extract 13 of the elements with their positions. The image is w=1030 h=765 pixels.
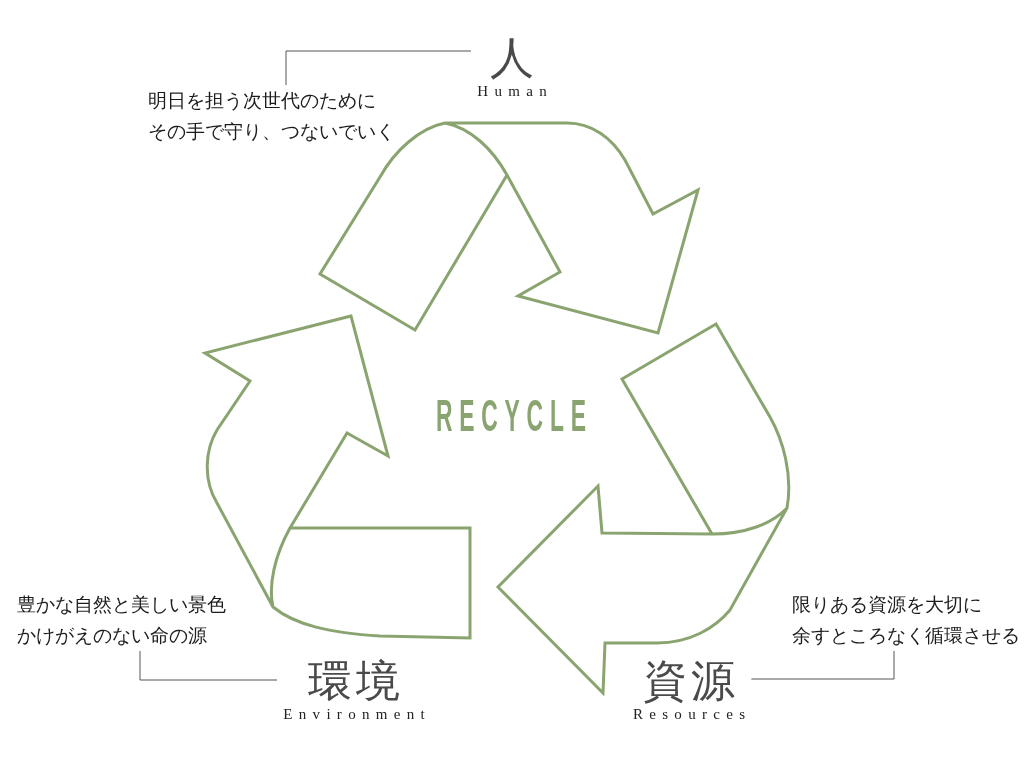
description-text: 限りある資源を大切に余すところなく循環させる	[792, 589, 1023, 651]
description-text: 豊かな自然と美しい景色かけがえのない命の源	[17, 589, 230, 651]
section-subtitle: Environment	[283, 707, 431, 722]
leader-line	[285, 50, 472, 86]
leader-line	[139, 650, 278, 681]
description-text: 明日を担う次世代のためにその手で守り、つないでいく	[148, 85, 398, 147]
center-label: RECYCLE	[436, 394, 593, 438]
section-subtitle: Resources	[632, 707, 752, 722]
section-heading: 資源	[643, 659, 739, 703]
leader-line	[750, 650, 895, 680]
section-heading: 人	[490, 36, 534, 80]
section-heading: 環境	[308, 659, 404, 703]
section-subtitle: Human	[477, 84, 553, 99]
